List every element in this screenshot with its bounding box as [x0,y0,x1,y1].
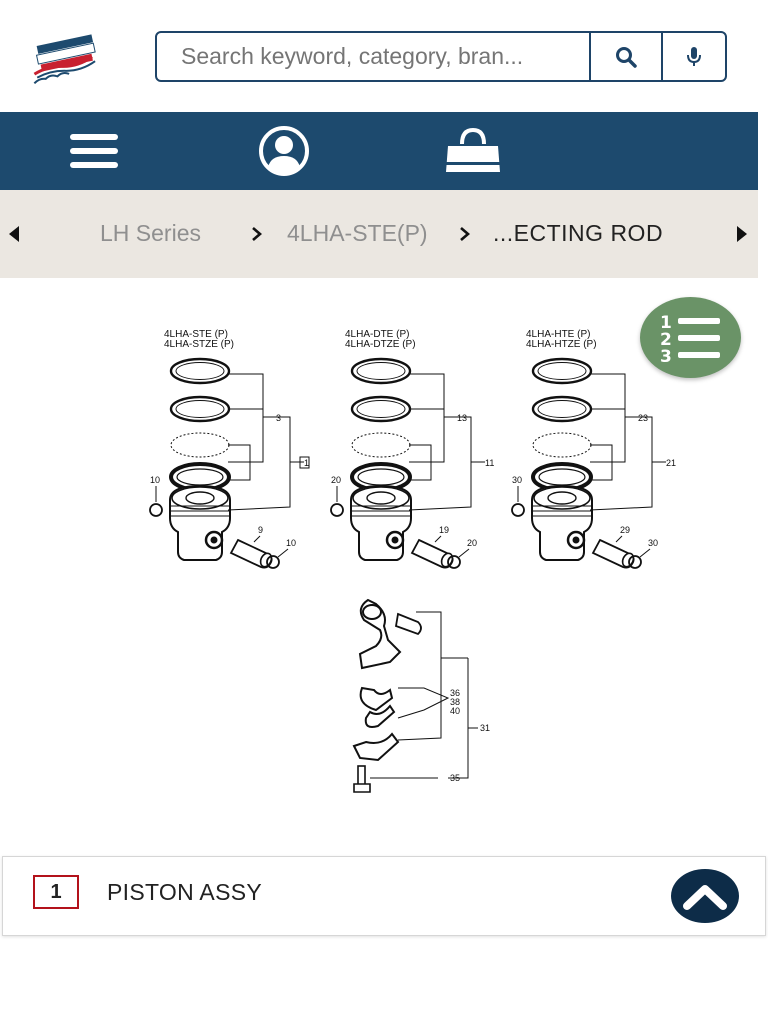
chevron-up-icon [683,885,727,910]
microphone-icon [687,46,701,66]
scroll-to-top-button[interactable] [671,869,739,923]
search-button[interactable] [589,33,661,80]
circlip [511,503,525,517]
breadcrumb-item-series[interactable]: LH Series [100,220,201,246]
menu-button[interactable] [64,130,124,172]
part-list-item[interactable]: 1 PISTON ASSY [2,856,766,936]
callout-label: 31 [480,723,490,733]
site-header [0,0,768,112]
callout-label: 38 [450,697,460,707]
callout-label: 19 [439,525,449,535]
chevron-right-icon [250,190,264,278]
numbered-list-icon: 1 2 3 [660,313,720,366]
piston [349,484,413,562]
search-icon [616,46,637,68]
search-bar [155,31,727,82]
search-input[interactable] [157,33,589,80]
piston [168,484,232,562]
part-name: PISTON ASSY [107,879,262,905]
model-label: 4LHA-DTZE (P) [345,339,416,350]
chevron-right-icon [458,190,472,278]
rod-bushing [394,612,422,636]
voice-search-button[interactable] [661,33,725,80]
callout-label: 3 [276,413,281,423]
small-end-bushing [362,604,382,620]
breadcrumb-scroll-right[interactable] [734,190,750,278]
model-label: 4LHA-STE (P) [164,329,228,340]
piston-assembly-group: 4LHA-HTE (P)4LHA-HTZE (P) 23 21 30 29 30 [511,329,676,570]
breadcrumb-item-current: ...ECTING ROD [493,220,664,246]
account-button[interactable] [252,124,316,178]
hamburger-menu-icon [70,134,118,168]
caret-left-icon [9,226,19,242]
callout-label: 30 [648,538,658,548]
compression-ring [169,357,231,385]
svg-text:2: 2 [660,330,672,350]
model-label: 4LHA-HTZE (P) [526,339,597,350]
callout-label: 10 [150,475,160,485]
breadcrumb-scroll-left[interactable] [6,190,22,278]
model-label: 4LHA-HTE (P) [526,329,590,340]
breadcrumb-item-model[interactable]: 4LHA-STE(P) [287,220,428,246]
oil-ring-expander [351,432,411,458]
rod-bolt-head [353,783,371,793]
callout-label: 20 [467,538,477,548]
main-nav [0,112,758,190]
callout-label: 13 [457,413,467,423]
breadcrumb: LH Series 4LHA-STE(P) ...ECTING ROD [0,190,758,278]
callout-label: 20 [331,475,341,485]
callout-label: 1 [304,458,309,468]
caret-right-icon [737,226,747,242]
svg-text:3: 3 [660,347,672,366]
circlip [149,503,163,517]
compression-ring [531,395,593,423]
compression-ring [531,357,593,385]
compression-ring [350,395,412,423]
oil-ring-expander [170,432,230,458]
user-account-icon [259,126,309,176]
cart-button[interactable] [440,124,506,178]
callout-label: 40 [450,706,460,716]
callout-label: 23 [638,413,648,423]
circlip [330,503,344,517]
callout-label: 11 [485,458,494,468]
svg-text:1: 1 [660,313,672,333]
parts-list-toggle-button[interactable]: 1 2 3 [640,297,741,378]
assembly-ref-box [299,456,310,469]
callout-label: 30 [512,475,522,485]
callout-label: 9 [258,525,263,535]
callout-label: 10 [286,538,296,548]
compression-ring [169,395,231,423]
brand-logo[interactable] [26,34,108,85]
model-label: 4LHA-STZE (P) [164,339,234,350]
callout-label: 35 [450,773,460,783]
bearing-upper [359,686,394,712]
callout-label: 36 [450,688,460,698]
rod-cap [352,732,400,762]
compression-ring [350,357,412,385]
oil-ring-expander [532,432,592,458]
shopping-bag-icon [446,127,500,172]
part-number-badge: 1 [33,875,79,909]
callout-label: 21 [666,458,676,468]
piston [530,484,594,562]
bearing-lower [364,704,396,728]
piston-assembly-group: 4LHA-STE (P)4LHA-STZE (P) 3 1 10 9 10 [149,329,309,570]
callout-label: 29 [620,525,630,535]
model-label: 4LHA-DTE (P) [345,329,409,340]
piston-assembly-group: 4LHA-DTE (P)4LHA-DTZE (P) 13 11 20 19 20 [330,329,494,570]
